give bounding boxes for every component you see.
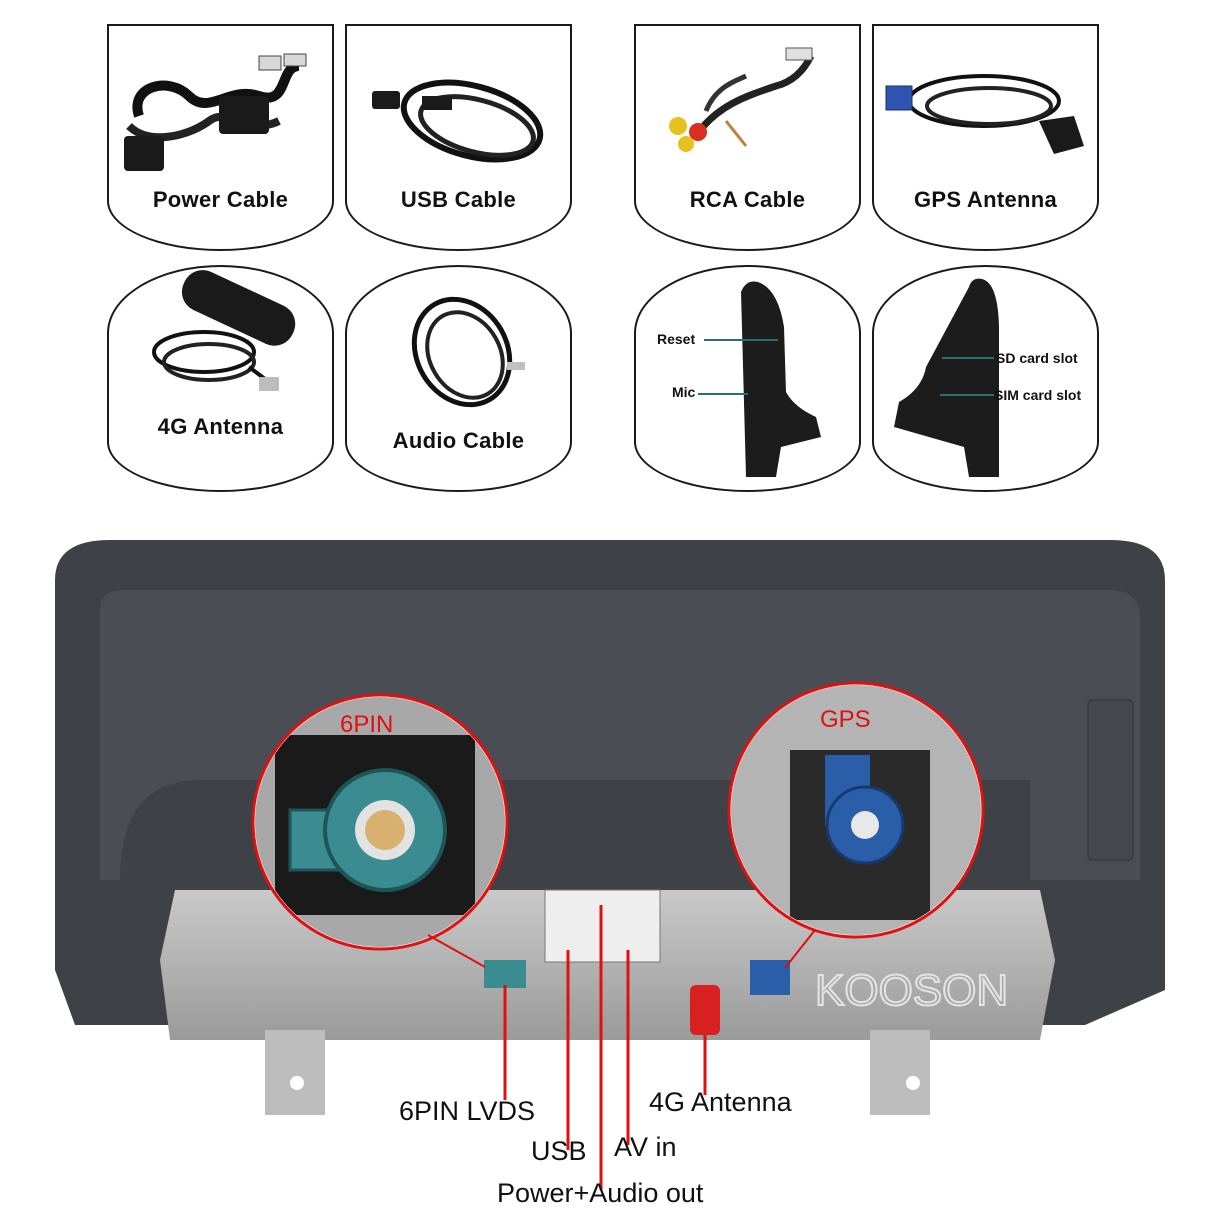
head-unit-rear-photo: KOOSON 6PIN GPS — [55, 540, 1165, 1190]
accessory-card-rca-cable: RCA Cable — [634, 24, 861, 251]
head-unit-side-view-icon — [698, 281, 821, 477]
side-view-left: Reset Mic — [634, 265, 861, 492]
side-view-right: SD card slot SIM card slot — [872, 265, 1099, 492]
accessory-label: USB Cable — [400, 187, 517, 212]
label-usb: USB — [531, 1136, 587, 1166]
callout-line — [427, 934, 486, 968]
reset-label: Reset — [657, 331, 696, 347]
zoom-right-title: GPS — [820, 706, 871, 733]
zoom-gps: GPS — [727, 681, 985, 939]
label-power-audio-out: Power+Audio out — [497, 1178, 704, 1208]
mic-label: Mic — [672, 384, 696, 400]
accessory-label: Audio Cable — [392, 428, 525, 453]
label-4g-antenna: 4G Antenna — [649, 1087, 792, 1117]
zoom-left-title: 6PIN — [340, 711, 393, 738]
accessory-label: 4G Antenna — [157, 414, 284, 439]
label-av-in: AV in — [614, 1132, 677, 1162]
power-cable-icon — [124, 53, 307, 171]
sd-slot-cover — [1087, 699, 1134, 861]
accessory-label: GPS Antenna — [913, 187, 1058, 212]
zoom-6pin: 6PIN — [251, 693, 509, 951]
accessory-card-power-cable: Power Cable — [107, 24, 334, 251]
rca-cable-icon — [669, 47, 815, 152]
accessory-card-audio-cable: Audio Cable — [345, 265, 572, 492]
4g-antenna-connector — [690, 985, 720, 1035]
accessory-card-4g-antenna: 4G Antenna — [107, 265, 334, 492]
accessory-card-usb-cable: USB Cable — [345, 24, 572, 251]
callout-line — [784, 929, 816, 969]
accessory-label: Power Cable — [152, 187, 289, 212]
usb-cable-icon — [372, 79, 544, 163]
sd-card-slot-label: SD card slot — [996, 350, 1078, 366]
lvds-connector — [484, 960, 526, 988]
sim-card-slot-label: SIM card slot — [994, 387, 1082, 403]
brand-watermark: KOOSON — [815, 966, 1008, 1015]
head-unit-side-view-icon — [894, 278, 999, 477]
accessory-card-gps-antenna: GPS Antenna — [872, 24, 1099, 251]
gps-antenna-icon — [885, 74, 1084, 154]
accessory-label: RCA Cable — [689, 187, 806, 212]
4g-antenna-icon — [152, 270, 296, 391]
gps-connector — [750, 960, 790, 995]
audio-cable-icon — [411, 296, 525, 408]
label-6pin-lvds: 6PIN LVDS — [399, 1096, 536, 1126]
